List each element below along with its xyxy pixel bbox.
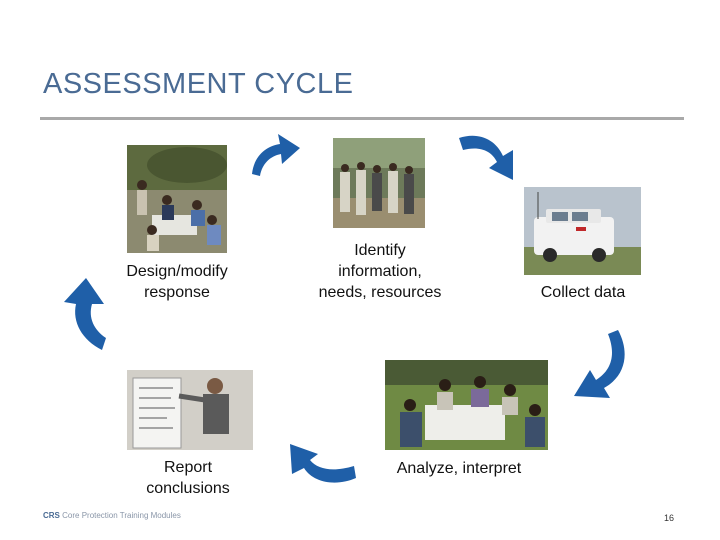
arrow-collect-to-analyze-icon — [566, 326, 632, 406]
title-divider — [40, 117, 684, 120]
footer-org: CRS — [43, 511, 60, 520]
step-label-identify: Identify information, needs, resources — [300, 240, 460, 303]
step-label-design: Design/modify response — [107, 261, 247, 303]
report-photo — [127, 370, 253, 450]
collect-photo — [524, 187, 641, 275]
step-label-collect: Collect data — [523, 282, 643, 303]
analyze-photo — [385, 360, 548, 450]
arrow-analyze-to-report-icon — [284, 438, 360, 488]
footer-text: Core Protection Training Modules — [62, 511, 181, 520]
footer: CRS Core Protection Training Modules — [43, 511, 181, 520]
page-number: 16 — [664, 513, 674, 523]
arrow-report-to-design-icon — [62, 274, 108, 354]
design-photo — [127, 145, 227, 253]
identify-photo — [333, 138, 425, 228]
arrow-design-to-identify-icon — [248, 130, 304, 180]
step-label-report: Report conclusions — [118, 457, 258, 499]
slide-title: ASSESSMENT CYCLE — [43, 68, 353, 101]
arrow-identify-to-collect-icon — [455, 128, 521, 184]
step-label-analyze: Analyze, interpret — [378, 458, 540, 479]
